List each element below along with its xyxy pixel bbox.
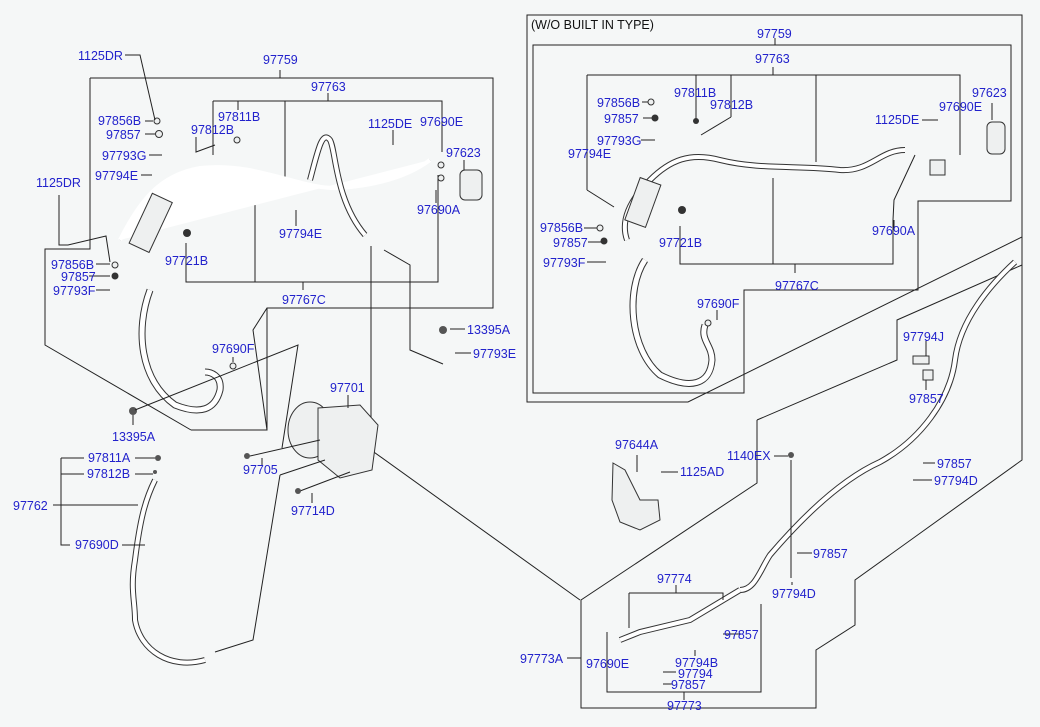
label-97794J[interactable]: 97794J: [903, 330, 944, 344]
label-13395A-2[interactable]: 13395A: [467, 323, 511, 337]
label-97794B[interactable]: 97794B: [675, 656, 718, 670]
label-1125DE-inset[interactable]: 1125DE: [875, 113, 919, 127]
label-97794E-inset[interactable]: 97794E: [568, 147, 611, 161]
label-97794D-1[interactable]: 97794D: [934, 474, 978, 488]
label-97690D[interactable]: 97690D: [75, 538, 119, 552]
label-97773A[interactable]: 97773A: [520, 652, 564, 666]
label-97623-inset[interactable]: 97623: [972, 86, 1007, 100]
receiver-drier-icon: [459, 169, 483, 201]
label-97857-r5[interactable]: 97857: [671, 678, 706, 692]
label-97857-2[interactable]: 97857: [61, 270, 96, 284]
compressor: [214, 395, 379, 653]
label-97857-inset-2[interactable]: 97857: [553, 236, 588, 250]
label-97857-inset-1[interactable]: 97857: [604, 112, 639, 126]
label-97794D-2[interactable]: 97794D: [772, 587, 816, 601]
labels: 97759 97763 97856B 97857 97793G 97794E 9…: [13, 27, 1007, 713]
label-13395A-1[interactable]: 13395A: [112, 430, 156, 444]
label-97793G-1[interactable]: 97793G: [102, 149, 146, 163]
label-97857-1[interactable]: 97857: [106, 128, 141, 142]
label-97857-r1[interactable]: 97857: [909, 392, 944, 406]
label-97811B-inset[interactable]: 97811B: [674, 86, 716, 100]
label-97812B-inset[interactable]: 97812B: [710, 98, 753, 112]
label-97690E-inset[interactable]: 97690E: [939, 100, 982, 114]
label-97623-1[interactable]: 97623: [446, 146, 481, 160]
label-97705[interactable]: 97705: [243, 463, 278, 477]
label-97721B-inset[interactable]: 97721B: [659, 236, 702, 250]
label-1125DR-2[interactable]: 1125DR: [36, 176, 81, 190]
inset-title: (W/O BUILT IN TYPE): [531, 18, 654, 32]
label-97811A[interactable]: 97811A: [88, 451, 131, 465]
rear-lines: [567, 237, 1023, 709]
label-1125DR-1[interactable]: 1125DR: [78, 49, 123, 63]
label-97762[interactable]: 97762: [13, 499, 48, 513]
label-97856B-inset-1[interactable]: 97856B: [597, 96, 640, 110]
label-97763-main[interactable]: 97763: [311, 80, 346, 94]
label-97857-r2[interactable]: 97857: [937, 457, 972, 471]
label-97856B-1[interactable]: 97856B: [98, 114, 141, 128]
label-97690F-inset[interactable]: 97690F: [697, 297, 740, 311]
label-97690E-1[interactable]: 97690E: [420, 115, 463, 129]
label-97812B-2[interactable]: 97812B: [87, 467, 130, 481]
label-97794E-2[interactable]: 97794E: [279, 227, 322, 241]
label-97794E-1[interactable]: 97794E: [95, 169, 138, 183]
label-97714D[interactable]: 97714D: [291, 504, 335, 518]
label-1125DE-1[interactable]: 1125DE: [368, 117, 412, 131]
label-1125AD[interactable]: 1125AD: [680, 465, 724, 479]
inset-ac-lines: [584, 98, 1006, 387]
label-97793G-inset[interactable]: 97793G: [597, 134, 641, 148]
label-1140EX[interactable]: 1140EX: [727, 449, 771, 463]
label-97690F-1[interactable]: 97690F: [212, 342, 255, 356]
label-97767C-main[interactable]: 97767C: [282, 293, 326, 307]
label-97811B-1[interactable]: 97811B: [218, 110, 260, 124]
label-97763-inset[interactable]: 97763: [755, 52, 790, 66]
label-97690A-1[interactable]: 97690A: [417, 203, 461, 217]
label-97690A-inset[interactable]: 97690A: [872, 224, 916, 238]
label-97793E-1[interactable]: 97793E: [473, 347, 516, 361]
label-97701[interactable]: 97701: [330, 381, 365, 395]
label-97721B-1[interactable]: 97721B: [165, 254, 208, 268]
label-97759-inset[interactable]: 97759: [757, 27, 792, 41]
label-97690E-r[interactable]: 97690E: [586, 657, 629, 671]
label-97644A[interactable]: 97644A: [615, 438, 659, 452]
label-97793F-inset[interactable]: 97793F: [543, 256, 586, 270]
label-97767C-inset[interactable]: 97767C: [775, 279, 819, 293]
main-leaders: [58, 54, 471, 449]
label-97856B-inset-2[interactable]: 97856B: [540, 221, 583, 235]
label-97793F-1[interactable]: 97793F: [53, 284, 96, 298]
label-97857-r3[interactable]: 97857: [813, 547, 848, 561]
label-97774[interactable]: 97774: [657, 572, 692, 586]
label-97773[interactable]: 97773: [667, 699, 702, 713]
label-97759-main[interactable]: 97759: [263, 53, 298, 67]
label-97812B-1[interactable]: 97812B: [191, 123, 234, 137]
discharge-hose: [53, 455, 206, 666]
label-97794[interactable]: 97794: [678, 667, 713, 681]
inset-frame: (W/O BUILT IN TYPE): [526, 14, 1023, 403]
label-97856B-2[interactable]: 97856B: [51, 258, 94, 272]
label-97857-r4[interactable]: 97857: [724, 628, 759, 642]
